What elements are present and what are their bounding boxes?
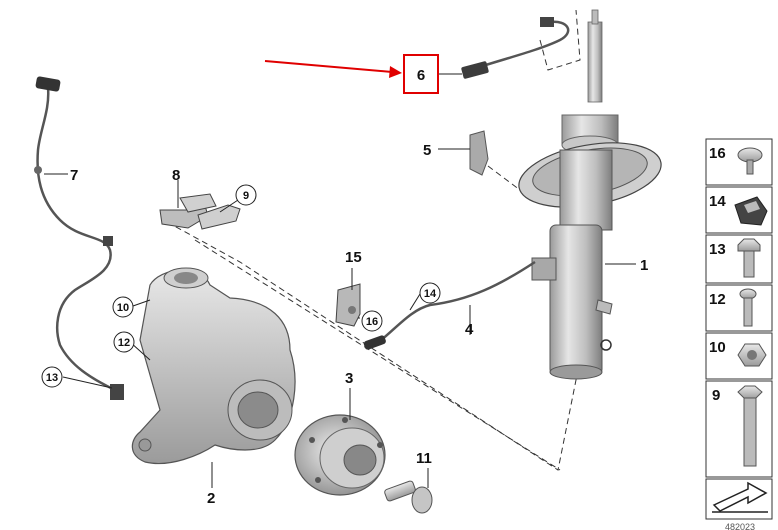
callout-15[interactable]: 15 (345, 249, 362, 266)
callout-5[interactable]: 5 (423, 142, 431, 159)
legend-item-10[interactable]: 10 (705, 332, 773, 380)
svg-text:16: 16 (366, 316, 378, 328)
callouts: 1 2 3 4 5 7 8 15 11 9 10 12 13 14 (41, 54, 648, 507)
callout-2[interactable]: 2 (207, 490, 215, 507)
svg-text:13: 13 (46, 372, 58, 384)
legend-item-14[interactable]: 14 (705, 186, 773, 234)
svg-text:10: 10 (117, 302, 129, 314)
callout-4[interactable]: 4 (465, 321, 474, 338)
part-wheel-hub[interactable] (294, 414, 386, 496)
svg-text:6: 6 (417, 67, 425, 84)
legend-item-9[interactable]: 9 (705, 380, 773, 478)
callout-16[interactable]: 16 (361, 310, 383, 332)
part-wear-sensor-upper[interactable] (461, 17, 570, 79)
svg-text:14: 14 (709, 193, 726, 210)
callout-12[interactable]: 12 (113, 331, 135, 353)
part-bracket-8[interactable] (159, 193, 217, 229)
svg-text:14: 14 (424, 288, 437, 300)
callout-9[interactable]: 9 (235, 184, 257, 206)
fastener-legend: 16 14 13 12 10 (705, 138, 773, 530)
diagram-id: 482023 (725, 522, 755, 530)
assembly-lines (166, 9, 581, 471)
red-arrow-icon (264, 60, 402, 78)
svg-text:13: 13 (709, 241, 726, 258)
callout-14[interactable]: 14 (419, 282, 441, 304)
callout-3[interactable]: 3 (345, 370, 353, 387)
arrow-icon[interactable] (705, 478, 773, 520)
svg-text:16: 16 (709, 145, 726, 162)
legend-item-13[interactable]: 13 (705, 234, 773, 284)
part-abs-sensor-cable[interactable] (34, 76, 124, 400)
callout-8[interactable]: 8 (172, 167, 180, 184)
svg-text:12: 12 (118, 337, 130, 349)
callout-10[interactable]: 10 (112, 296, 134, 318)
svg-text:12: 12 (709, 291, 726, 308)
callout-1[interactable]: 1 (640, 257, 648, 274)
part-steering-knuckle[interactable] (131, 267, 296, 465)
callout-11[interactable]: 11 (416, 450, 432, 467)
part-bracket-15[interactable] (335, 283, 361, 327)
legend-item-12[interactable]: 12 (705, 284, 773, 332)
svg-text:10: 10 (709, 339, 726, 356)
callout-6-highlighted[interactable]: 6 (403, 54, 439, 94)
callout-13[interactable]: 13 (41, 366, 63, 388)
part-sensor-cable-4[interactable] (363, 260, 536, 351)
part-shock-strut[interactable] (514, 9, 666, 380)
part-bracket-9[interactable] (197, 204, 241, 230)
part-clip-5[interactable] (469, 130, 489, 176)
part-hub-bolt[interactable] (384, 480, 433, 514)
svg-text:9: 9 (243, 190, 249, 202)
svg-text:9: 9 (712, 387, 720, 404)
legend-item-16[interactable]: 16 (705, 138, 773, 186)
callout-7[interactable]: 7 (70, 167, 78, 184)
